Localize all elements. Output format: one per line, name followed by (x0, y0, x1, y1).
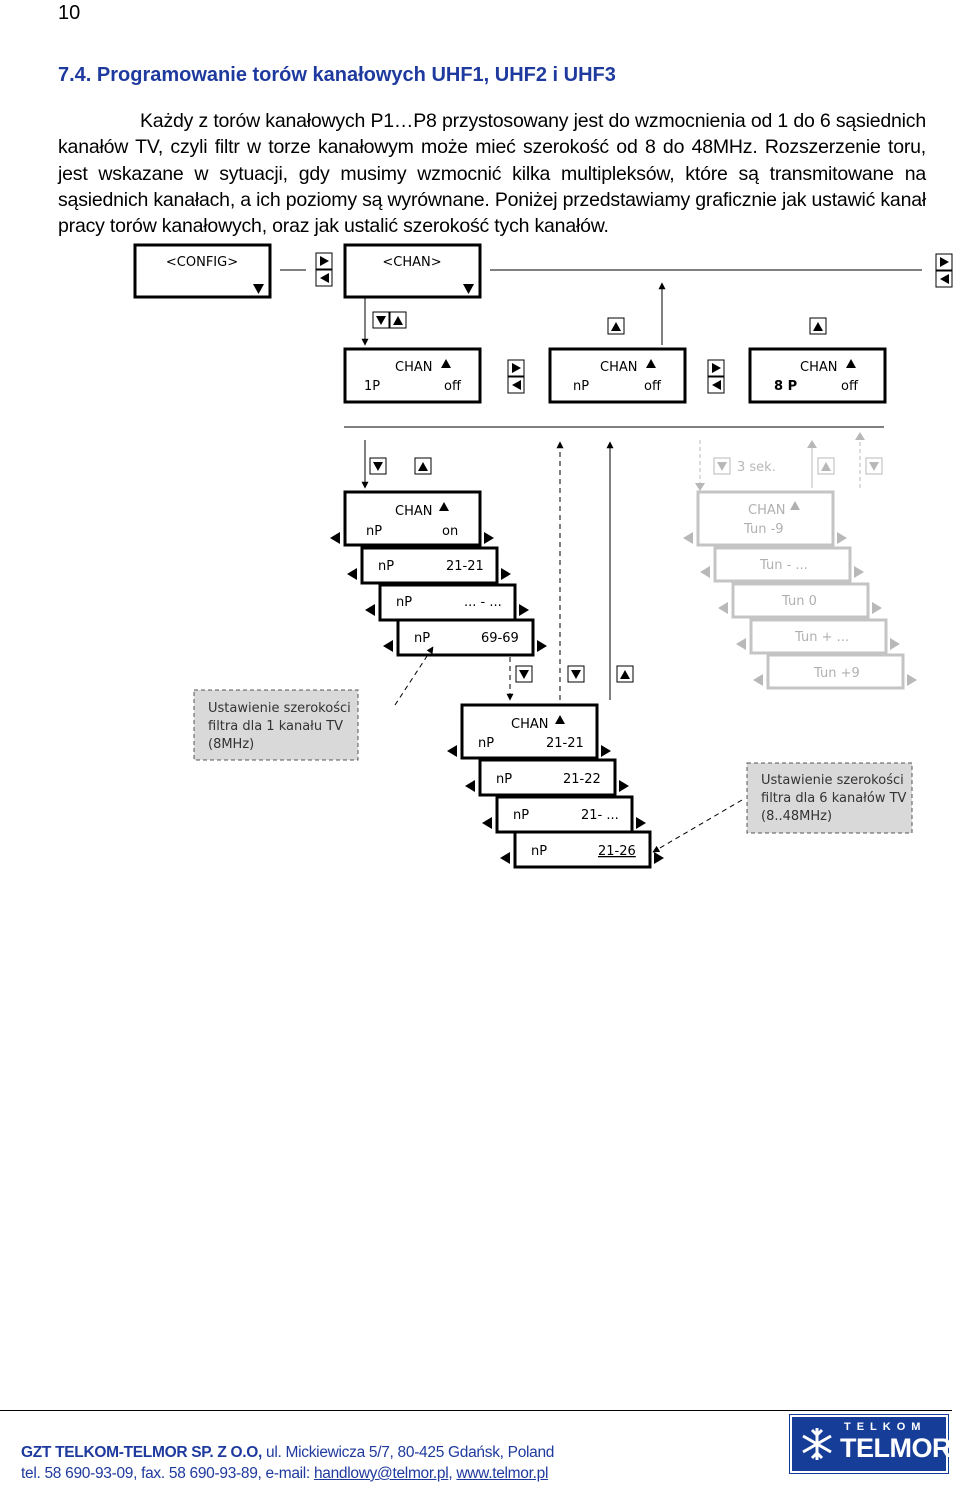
email-link[interactable]: handlowy@telmor.pl (313, 1465, 449, 1482)
company-address: ul. Mickiewicza 5/7, 80-425 Gdańsk, Pola… (262, 1444, 555, 1461)
svg-text:Tun -9: Tun -9 (743, 522, 784, 537)
page-number: 10 (58, 2, 81, 24)
svg-text:CHAN: CHAN (600, 360, 637, 375)
svg-text:filtra dla 6 kanałów TV: filtra dla 6 kanałów TV (761, 791, 907, 806)
up-key-icon (809, 317, 827, 335)
bottom-stack: CHAN nP 21-21 nP 21-22 nP 21- ... nP 21-… (447, 703, 664, 869)
note-6-channels: Ustawienie szerokości filtra dla 6 kanał… (746, 762, 913, 834)
chan-label: <CHAN> (382, 255, 441, 270)
chan-np-display: CHAN nP off (548, 347, 687, 404)
phone-fax: tel. 58 690-93-09, fax. 58 690-93-89, e-… (21, 1465, 314, 1482)
website-link[interactable]: www.telmor.pl (456, 1465, 549, 1482)
svg-text:Tun - ...: Tun - ... (759, 558, 808, 573)
svg-text:21-26: 21-26 (598, 844, 636, 859)
section-heading: 7.4. Programowanie torów kanałowych UHF1… (58, 64, 616, 86)
svg-text:CHAN: CHAN (511, 717, 548, 732)
svg-text:nP: nP (396, 595, 412, 610)
svg-text:8 P: 8 P (774, 379, 797, 394)
svg-text:(8MHz): (8MHz) (208, 737, 254, 752)
config-display: <CONFIG> (133, 243, 272, 299)
svg-text:nP: nP (496, 772, 512, 787)
svg-text:nP: nP (414, 631, 430, 646)
svg-text:Tun 0: Tun 0 (781, 594, 817, 609)
svg-text:nP: nP (531, 844, 547, 859)
chan-1p-display: CHAN 1P off (343, 347, 482, 404)
svg-text:21-21: 21-21 (546, 736, 584, 751)
down-arrow-icon (253, 284, 264, 294)
down-key-icon (515, 665, 533, 683)
channel-programming-diagram: <CONFIG> <CHAN> CHAN 1P off CHAN (133, 243, 953, 869)
svg-text:1P: 1P (364, 379, 380, 394)
svg-text:nP: nP (366, 524, 382, 539)
svg-text:nP: nP (573, 379, 589, 394)
tuning-branch: 3 sek. (695, 432, 883, 491)
svg-text:CHAN: CHAN (800, 360, 837, 375)
company-name: GZT TELKOM-TELMOR SP. Z O.O, (21, 1444, 263, 1461)
right-left-keys-icon (315, 252, 333, 287)
svg-text:CHAN: CHAN (748, 503, 785, 518)
telkom-telmor-logo: TELKOM TELMOR (789, 1414, 952, 1474)
delay-label: 3 sek. (737, 460, 776, 475)
svg-text:off: off (444, 379, 462, 394)
config-label: <CONFIG> (166, 255, 238, 270)
svg-text:Ustawienie szerokości: Ustawienie szerokości (208, 701, 351, 716)
svg-text:filtra dla 1 kanału TV: filtra dla 1 kanału TV (208, 719, 343, 734)
svg-text:nP: nP (478, 736, 494, 751)
svg-text:69-69: 69-69 (481, 631, 519, 646)
right-left-keys-icon (935, 253, 953, 288)
down-up-keys-icon (372, 311, 407, 329)
up-key-icon (607, 317, 625, 335)
svg-text:... - ...: ... - ... (464, 595, 502, 610)
up-key-icon (414, 457, 432, 475)
svg-text:Ustawienie szerokości: Ustawienie szerokości (761, 773, 904, 788)
svg-text:Tun + ...: Tun + ... (794, 630, 849, 645)
svg-text:nP: nP (378, 559, 394, 574)
down-key-icon (369, 457, 387, 475)
footer-contact: GZT TELKOM-TELMOR SP. Z O.O, ul. Mickiew… (21, 1444, 555, 1482)
svg-text:Tun +9: Tun +9 (813, 666, 860, 681)
intro-paragraph-text: Każdy z torów kanałowych P1…P8 przystoso… (58, 110, 926, 238)
logo-snowflake-icon (802, 1428, 832, 1460)
svg-text:nP: nP (513, 808, 529, 823)
svg-text:off: off (644, 379, 662, 394)
logo-top-word: TELKOM (844, 1421, 927, 1433)
svg-text:off: off (841, 379, 859, 394)
svg-text:on: on (442, 524, 458, 539)
down-key-icon (567, 665, 585, 683)
footer-rule (0, 1410, 952, 1411)
note-1-channel: Ustawienie szerokości filtra dla 1 kanał… (193, 689, 359, 761)
svg-text:CHAN: CHAN (395, 504, 432, 519)
svg-text:21-21: 21-21 (446, 559, 484, 574)
left-stack: CHAN nP on nP 21-21 nP ... - ... nP 69-6… (330, 490, 547, 657)
svg-text:21-22: 21-22 (563, 772, 601, 787)
svg-text:CHAN: CHAN (395, 360, 432, 375)
right-left-keys-icon (707, 359, 725, 394)
svg-text:(8..48MHz): (8..48MHz) (761, 809, 832, 824)
intro-paragraph: Każdy z torów kanałowych P1…P8 przystoso… (58, 108, 926, 239)
logo-main-word: TELMOR (840, 1433, 952, 1463)
tun-stack: CHAN Tun -9 Tun - ... Tun 0 Tun + ... Tu… (683, 490, 917, 690)
right-left-keys-icon (507, 359, 525, 394)
chan-display: <CHAN> (343, 243, 482, 299)
chan-8p-display: CHAN 8 P off (748, 347, 887, 404)
svg-text:21- ...: 21- ... (581, 808, 619, 823)
up-key-icon (616, 665, 634, 683)
down-arrow-icon (463, 284, 474, 294)
